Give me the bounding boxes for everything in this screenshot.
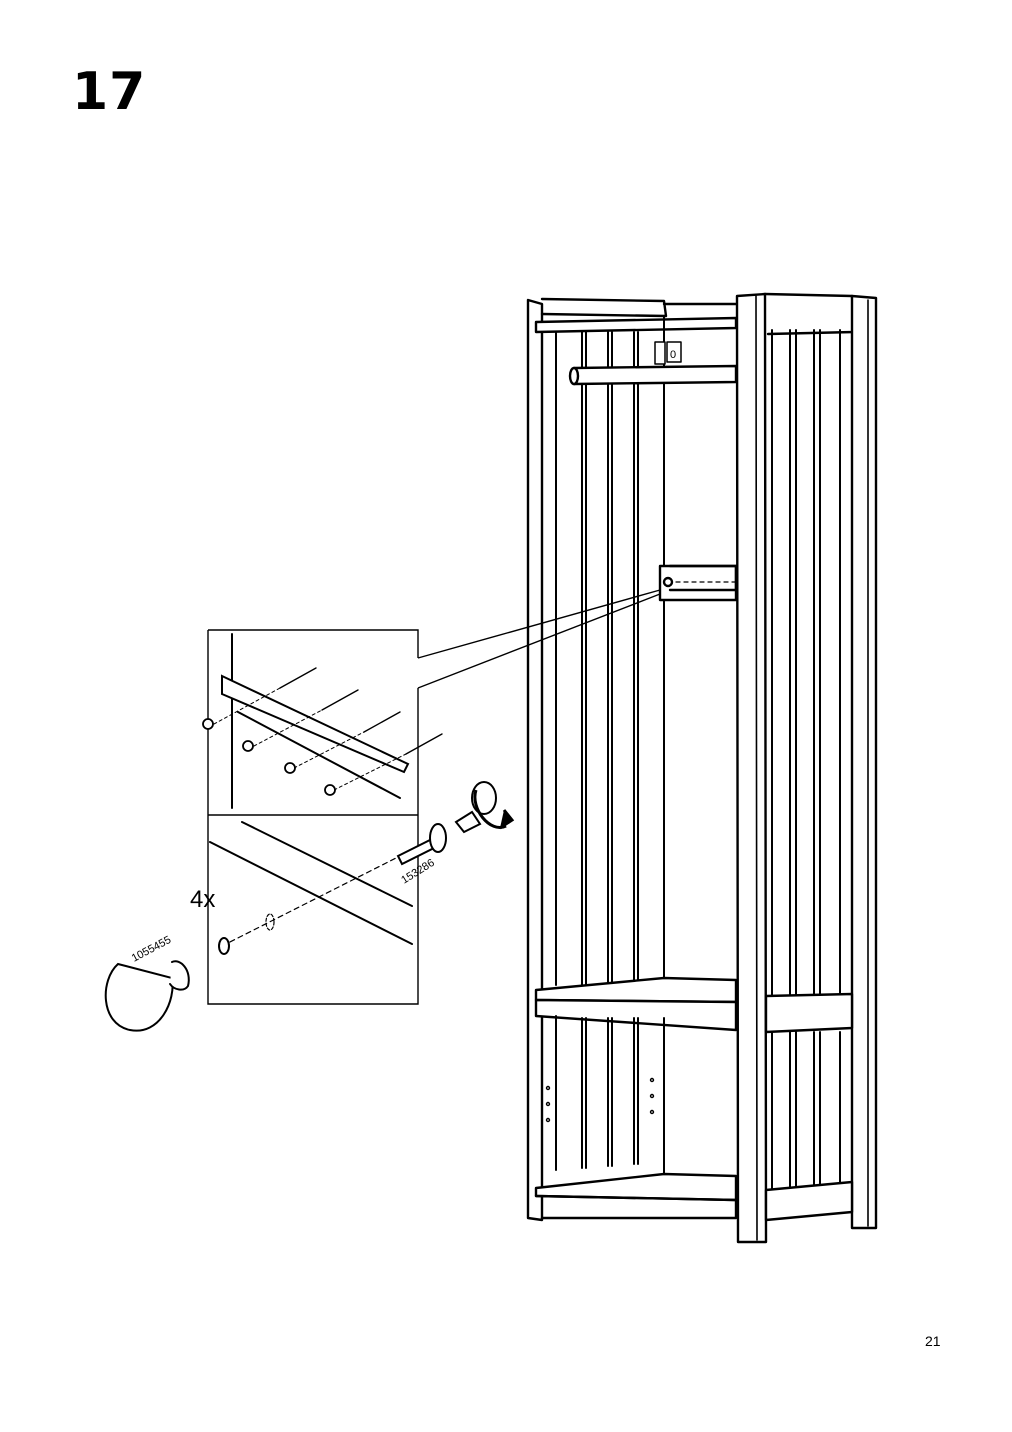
side-slats-right [771,329,841,1191]
screw-set [279,667,443,755]
shelf-pin-holes [545,1077,655,1123]
wardrobe-frame [526,292,878,1244]
clockwise-rotation-icon [473,789,515,830]
knob-part-id: 1055455 [130,934,173,965]
back-slats-lower [555,1015,665,1179]
rail-label-mark: 0 [670,349,676,361]
detail-knob-assembly [104,821,447,1032]
knob-pegs [202,718,336,796]
detail-rail-screws [202,633,443,809]
step-number: 17 [72,62,147,122]
screwdriver-bit-icon [454,781,497,834]
back-slats-upper [555,315,665,986]
dowel-set [213,687,407,791]
page-number: 21 [925,1333,941,1349]
quantity-label: 4x [190,886,215,913]
callout-pointer [417,589,661,689]
